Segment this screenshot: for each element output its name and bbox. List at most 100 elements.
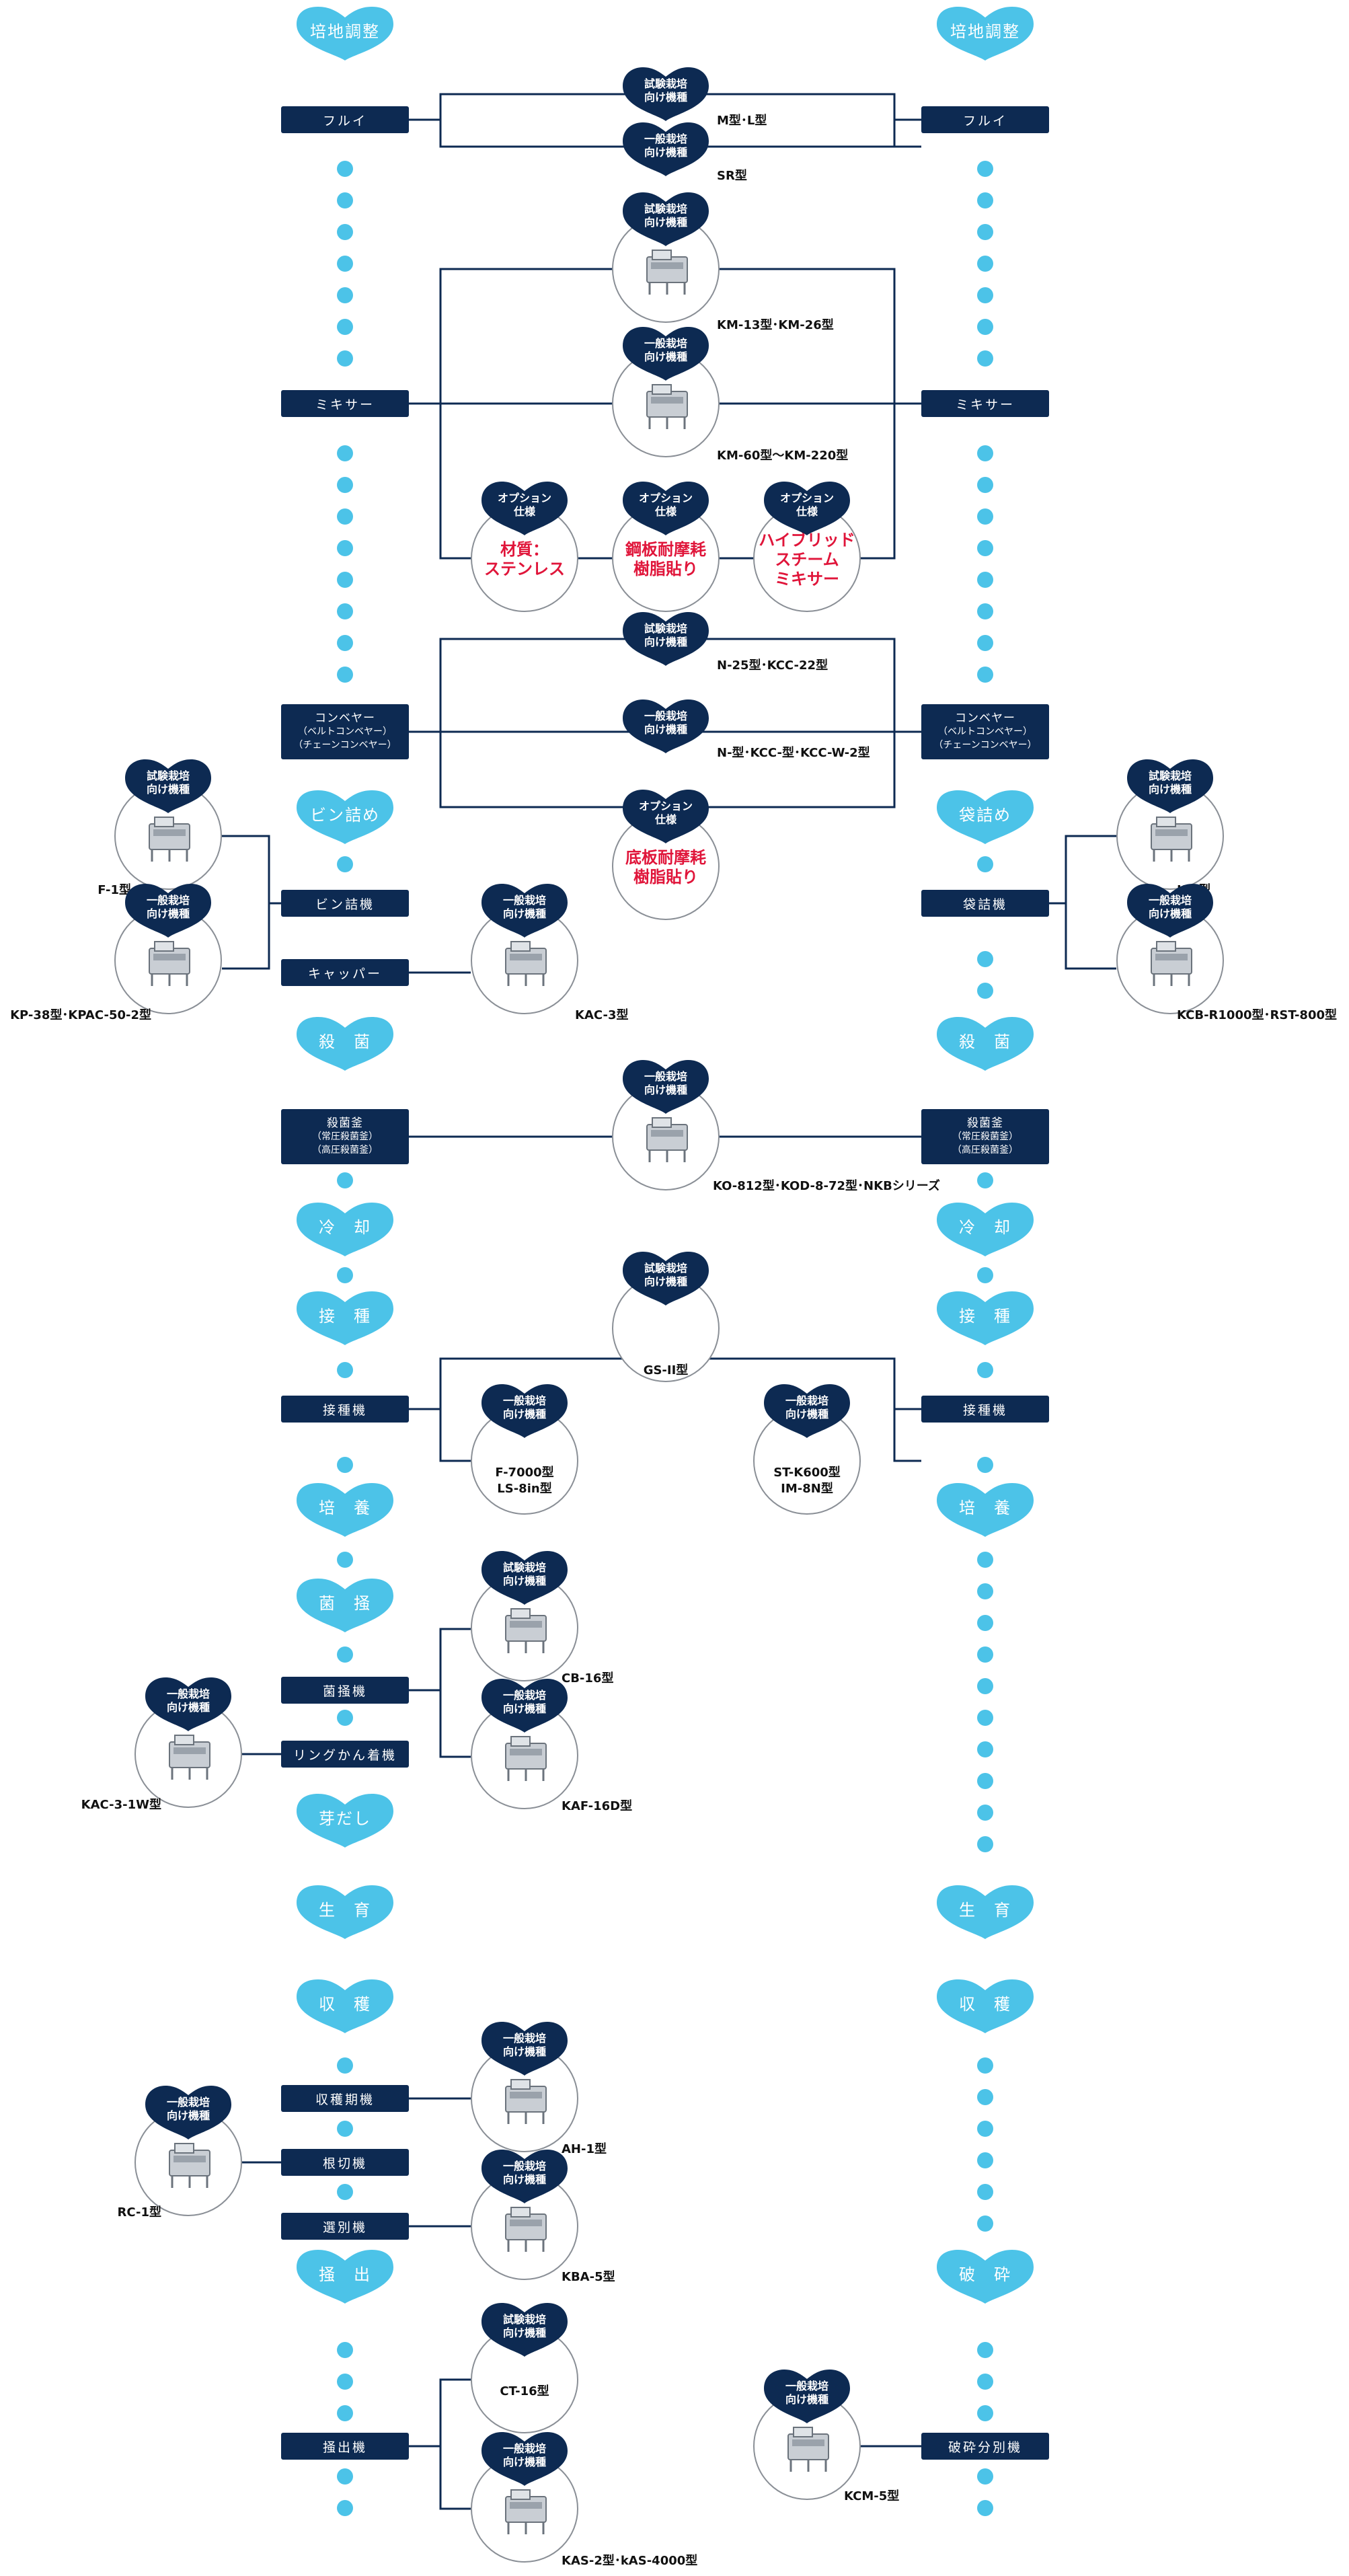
tag-opt-steel: オプション仕様 [619,479,713,538]
step-bar-sesshuki_r[interactable]: 接種機 [921,1396,1049,1423]
connector-line [439,638,896,808]
step-heart-sakkin_l: 殺 菌 [291,1014,399,1073]
step-bar-kakidashiki_l[interactable]: 掻出機 [281,2433,409,2460]
step-bar-negiri_l[interactable]: 根切機 [281,2149,409,2176]
option-text: ハイブリッドスチームミキサー [759,530,855,589]
connector-line [439,2446,471,2510]
dot [977,1646,993,1663]
bar-sublabel: （高圧殺菌釜） [312,1145,378,1156]
step-bar-furui_l[interactable]: フルイ [281,106,409,133]
heart-label: ビン詰め [310,805,380,825]
dot [977,1615,993,1631]
bar-label: ミキサー [315,397,375,412]
step-bar-ring_l[interactable]: リングかん着機 [281,1741,409,1768]
bar-label: 殺菌釜 [967,1116,1003,1130]
tag-kaf16d: 一般栽培向け機種 [477,1676,572,1735]
step-bar-mixer_l[interactable]: ミキサー [281,390,409,417]
model-nkcc: N-型･KCC-型･KCC-W-2型 [717,746,870,760]
model-kac3: KAC-3型 [575,1008,629,1022]
bubble-opt-steel[interactable]: 鋼板耐摩耗樹脂貼り [612,504,720,612]
bubble-km13[interactable] [612,215,720,323]
bar-sublabel: （チェーンコンベヤー） [933,740,1037,751]
option-text: 鋼板耐摩耗樹脂貼り [625,540,706,578]
dot [977,319,993,335]
step-bar-conv_l[interactable]: コンベヤー（ベルトコンベヤー）（チェーンコンベヤー） [281,704,409,759]
dot [337,856,353,872]
dot [977,1836,993,1852]
step-bar-binzume_l[interactable]: ビン詰機 [281,890,409,917]
bar-label: ミキサー [955,397,1015,412]
model-ct16: CT-16型 [500,2384,549,2398]
machine-illustration [646,384,688,429]
tag-label: 試験栽培向け機種 [502,2313,546,2339]
bubble-gs2[interactable] [612,1275,720,1382]
connector-line [409,2378,471,2448]
heart-label: 培 養 [959,1498,1011,1517]
heart-label: 培地調整 [950,22,1020,41]
tag-label: 一般栽培向け機種 [146,894,190,920]
dot [337,2121,353,2137]
bar-label: ビン詰機 [315,897,375,912]
step-bar-conv_r[interactable]: コンベヤー（ベルトコンベヤー）（チェーンコンベヤー） [921,704,1049,759]
step-bar-harvest_l[interactable]: 収穫期機 [281,2085,409,2112]
tag-label: 一般栽培向け機種 [166,1688,210,1714]
dot [337,2374,353,2390]
heart-label: 冷 却 [319,1217,371,1237]
bubble-ko812[interactable] [612,1083,720,1190]
bar-sublabel: （高圧殺菌釜） [952,1145,1018,1156]
step-bar-capper_l[interactable]: キャッパー [281,959,409,986]
dot [977,1741,993,1757]
step-bar-furui_r[interactable]: フルイ [921,106,1049,133]
tag-cb16: 試験栽培向け機種 [477,1548,572,1607]
tag-label: オプション仕様 [497,492,551,518]
step-heart-seiiku_l: 生 育 [291,1883,399,1942]
bar-label: 接種機 [962,1402,1007,1418]
dot [977,540,993,556]
bubble-kac3[interactable] [471,907,578,1014]
step-bar-kama_l[interactable]: 殺菌釜（常圧殺菌釜）（高圧殺菌釜） [281,1109,409,1164]
step-heart-shukaku_l: 収 穫 [291,1977,399,2036]
machine-illustration [149,941,190,986]
machine-illustration [505,2079,547,2124]
step-heart-doji_l: 培地調整 [291,4,399,63]
option-text: 底板耐摩耗樹脂貼り [625,848,706,886]
step-bar-sesshuki_l[interactable]: 接種機 [281,1396,409,1423]
step-heart-bin_l: ビン詰め [291,788,399,847]
dot [977,1552,993,1568]
bubble-kcb[interactable] [1116,907,1224,1014]
dot [977,1710,993,1726]
model-kp38: KP-38型･KPAC-50-2型 [10,1008,151,1022]
step-bar-kama_r[interactable]: 殺菌釜（常圧殺菌釜）（高圧殺菌釜） [921,1109,1049,1164]
step-heart-seiiku_r: 生 育 [931,1883,1039,1942]
step-heart-reikyaku_r: 冷 却 [931,1200,1039,1259]
step-bar-fukuro_r[interactable]: 袋詰機 [921,890,1049,917]
dot [977,224,993,240]
tag-label: 一般栽培向け機種 [644,337,687,363]
dot [977,2121,993,2137]
step-bar-mixer_r[interactable]: ミキサー [921,390,1049,417]
dot [977,1362,993,1378]
model-kba5: KBA-5型 [562,2270,615,2284]
bar-label: キャッパー [307,966,382,981]
dot [337,1267,353,1283]
model-ml: M型･L型 [717,114,767,128]
connector-line [409,1628,471,1692]
dot [337,667,353,683]
step-bar-hasai_r[interactable]: 破砕分別機 [921,2433,1049,2460]
tag-gs2: 試験栽培向け機種 [619,1249,713,1308]
tag-ml: 試験栽培向け機種 [619,65,713,124]
dot [977,2057,993,2074]
connector-line [409,1408,471,1462]
step-bar-kinkakiki_l[interactable]: 菌掻機 [281,1677,409,1704]
dot [977,603,993,619]
dot [977,1457,993,1473]
connector-line [439,1690,471,1758]
dot [337,635,353,651]
step-bar-senbetsu_l[interactable]: 選別機 [281,2213,409,2240]
dot [337,319,353,335]
heart-label: 冷 却 [959,1217,1011,1237]
model-kac31w: KAC-3-1W型 [81,1798,161,1812]
tag-label: 一般栽培向け機種 [166,2096,210,2122]
bar-label: フルイ [322,113,367,128]
